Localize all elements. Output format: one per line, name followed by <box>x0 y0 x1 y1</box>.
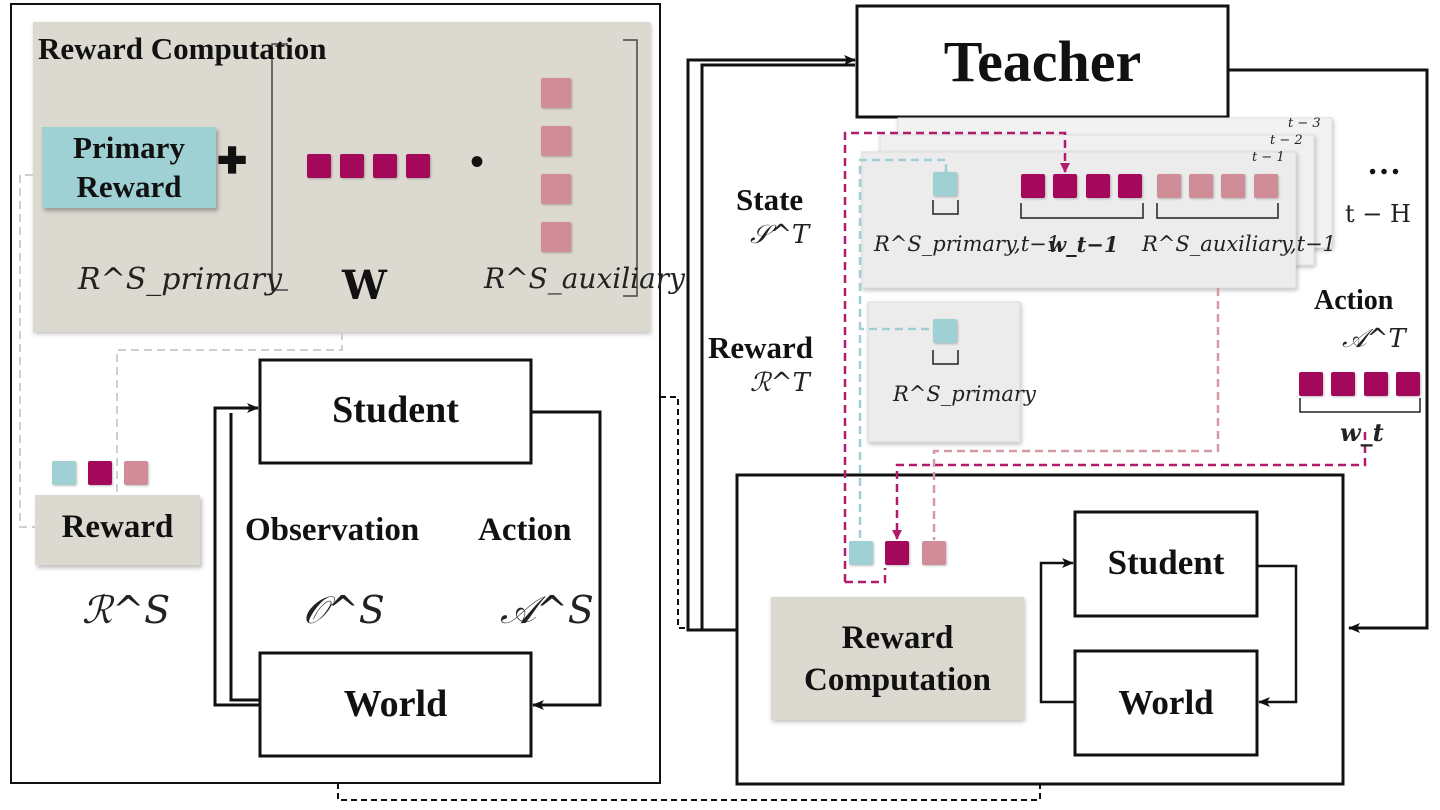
weight-square-4 <box>406 154 430 178</box>
reward-label: Reward <box>61 509 174 545</box>
auxiliary-square-3 <box>541 174 571 204</box>
history-label-t2: t − 2 <box>1270 133 1303 148</box>
state-auxiliary-brace <box>1156 203 1279 219</box>
action-arrow <box>531 410 602 710</box>
auxiliary-symbol: R^S_auxiliary <box>484 262 686 295</box>
weight-square-3 <box>373 154 397 178</box>
panel-link-dashed <box>660 396 688 629</box>
auxiliary-pink-line <box>932 288 1220 540</box>
weights-feedback-magenta-line <box>843 131 1070 582</box>
teacher-label: Teacher <box>943 29 1142 94</box>
weight-square-2 <box>340 154 364 178</box>
state-auxiliary-square-3 <box>1221 174 1245 198</box>
left-panel-frame <box>10 3 661 784</box>
auxiliary-square-1 <box>541 78 571 108</box>
teacher-output-arrow <box>1228 68 1429 633</box>
state-weight-square-2 <box>1053 174 1077 198</box>
teacher-box-frame <box>855 4 1230 119</box>
history-ellipsis: … <box>1367 145 1401 182</box>
state-weight-square-4 <box>1118 174 1142 198</box>
teacher-reward-brace <box>932 350 959 365</box>
state-primary-square <box>933 172 957 196</box>
right-student-label: Student <box>1107 543 1225 582</box>
right-bracket <box>623 39 638 297</box>
state-label: State <box>736 182 804 217</box>
reward-box: Reward <box>35 495 200 565</box>
computation-to-reward-dashed-line <box>116 332 343 495</box>
state-frame-t1 <box>861 151 1297 289</box>
weight-square-1 <box>307 154 331 178</box>
env-primary-square <box>849 541 873 565</box>
teacher-action-brace <box>1299 398 1421 413</box>
env-weight-square <box>885 541 909 565</box>
state-auxiliary-square-4 <box>1254 174 1278 198</box>
teacher-action-weights-symbol: w_t <box>1340 418 1384 447</box>
action-symbol: 𝒜^S <box>500 588 594 632</box>
action-weight-square-4 <box>1396 372 1420 396</box>
primary-reward-box: Primary Reward <box>42 127 216 208</box>
state-primary-brace <box>932 200 959 215</box>
world-box-frame <box>258 651 533 758</box>
teacher-reward-primary-square <box>933 319 957 343</box>
history-label-t1: t − 1 <box>1252 150 1285 165</box>
left-bracket <box>271 43 288 291</box>
right-student-box-frame <box>1073 510 1259 618</box>
horizon-label: t − H <box>1345 200 1411 228</box>
primary-to-reward-dashed-line <box>19 174 35 528</box>
observation-symbol: 𝒪^S <box>303 588 385 632</box>
bottom-link-dashed <box>337 783 1041 801</box>
reward-auxiliary-square <box>124 461 148 485</box>
right-reward-computation-label: Reward Computation <box>803 620 992 698</box>
teacher-action-symbol: 𝒜^T <box>1342 324 1406 354</box>
action-weights-magenta-line <box>892 432 1367 540</box>
state-symbol: 𝒮^T <box>750 220 810 250</box>
observation-arrow-inner <box>229 413 260 702</box>
teacher-reward-label: Reward <box>708 330 814 365</box>
right-world-label: World <box>1118 683 1214 722</box>
action-label: Action <box>478 512 572 548</box>
state-auxiliary-symbol: R^S_auxiliary,t−1 <box>1142 232 1337 256</box>
teacher-reward-primary-symbol: R^S_primary <box>893 382 1036 406</box>
right-world-box-frame <box>1073 649 1259 757</box>
dot-product-icon: • <box>470 139 485 184</box>
auxiliary-square-2 <box>541 126 571 156</box>
teacher-input-inner-line <box>700 63 855 632</box>
state-weight-square-3 <box>1086 174 1110 198</box>
reward-primary-square <box>52 461 76 485</box>
right-reward-computation-frame <box>771 597 1024 720</box>
action-weight-square-1 <box>1299 372 1323 396</box>
primary-reward-label: Primary Reward <box>73 130 185 204</box>
state-primary-symbol: R^S_primary,t−1 <box>874 232 1061 256</box>
reward-computation-title: Reward Computation <box>38 31 327 66</box>
reward-weight-square <box>88 461 112 485</box>
right-action-arrow <box>1257 564 1298 707</box>
student-label: Student <box>332 389 459 431</box>
history-label-t3: t − 3 <box>1288 116 1321 131</box>
teacher-reward-symbol: ℛ^T <box>750 368 810 398</box>
action-weight-square-2 <box>1331 372 1355 396</box>
observation-label: Observation <box>245 512 420 548</box>
right-observation-arrow <box>1039 558 1075 704</box>
weights-symbol: W <box>342 262 387 309</box>
teacher-action-label: Action <box>1314 285 1394 316</box>
state-weight-square-1 <box>1021 174 1045 198</box>
weights-feedback-magenta-stub <box>845 568 887 584</box>
state-weights-brace <box>1020 203 1144 219</box>
primary-symbol: R^S_primary <box>78 262 283 297</box>
reward-symbol: ℛ^S <box>82 588 171 632</box>
state-auxiliary-square-2 <box>1189 174 1213 198</box>
state-weights-symbol: w_t−1 <box>1048 232 1119 257</box>
state-auxiliary-square-1 <box>1157 174 1181 198</box>
state-primary-cyan-line <box>858 158 948 540</box>
observation-arrow-outer <box>213 403 260 707</box>
action-weight-square-3 <box>1364 372 1388 396</box>
auxiliary-square-4 <box>541 222 571 252</box>
plus-icon: ✚ <box>217 141 248 181</box>
env-auxiliary-square <box>922 541 946 565</box>
world-label: World <box>343 683 448 725</box>
